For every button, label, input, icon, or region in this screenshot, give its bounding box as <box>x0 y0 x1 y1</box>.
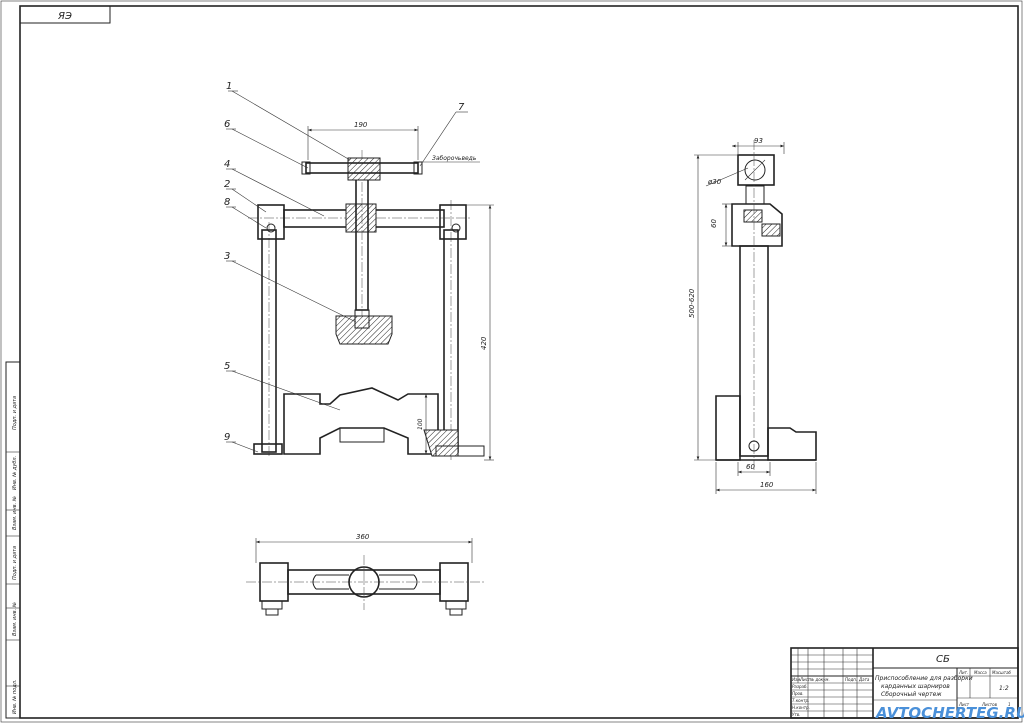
title-line-1: Приспособление для разборки <box>875 675 973 682</box>
plan-dimensions: 360 <box>255 533 473 563</box>
dim-dia30: ø30 <box>707 178 722 186</box>
sheets-value: 1 <box>1008 702 1011 707</box>
dim-500-620: 500-620 <box>688 288 696 318</box>
role-tkontr: Т.контр. <box>792 698 809 703</box>
col-lit: Лит. <box>958 670 968 675</box>
scale-value: 1:2 <box>999 685 1009 692</box>
dim-100: 100 <box>417 418 424 430</box>
callout-2: 2 <box>224 179 230 190</box>
callout-7: 7 <box>458 102 465 113</box>
row-label-list: Лист <box>799 677 811 682</box>
margin-cell-4: Подп. и дата <box>12 546 18 580</box>
callout-8: 8 <box>224 197 230 208</box>
dim-360: 360 <box>356 533 370 541</box>
role-utv: Утв. <box>792 712 800 717</box>
margin-cell-0: Взам. инв. № <box>12 496 18 530</box>
weld-note: Заборочьведь <box>432 155 477 162</box>
col-mass: Масса <box>974 670 987 675</box>
row-label-doc: № докум. <box>809 677 830 682</box>
row-label-date: Дата <box>858 677 870 682</box>
callout-1: 1 <box>226 81 232 92</box>
side-view <box>715 140 817 470</box>
title-block: Изм. Лист № докум. Подп. Дата Разраб. Пр… <box>790 647 1019 719</box>
margin-cell-5: Инв. № подл. <box>12 680 18 715</box>
dim-60-bottom: 60 <box>746 463 755 471</box>
title-line-3: Сборочный чертеж <box>881 691 942 698</box>
sheet-label: Лист <box>958 702 970 707</box>
side-dimensions: 93 ø30 60 500-620 60 160 <box>688 137 817 494</box>
dim-93: 93 <box>754 137 763 145</box>
plan-view <box>246 555 484 616</box>
left-margin-strip: Подп. и дата Инв. № дубл. Взам. инв. № П… <box>5 361 21 719</box>
callout-4: 4 <box>224 159 230 170</box>
watermark: AVTOCHERTEG.RU <box>875 704 1024 722</box>
col-scale: Масштаб <box>992 670 1012 675</box>
row-label-sign: Подп. <box>845 677 857 682</box>
sheets-label: Листов <box>981 702 998 707</box>
role-razrab: Разраб. <box>792 684 808 689</box>
callout-6: 6 <box>224 119 230 130</box>
callout-3: 3 <box>224 251 230 262</box>
callout-9: 9 <box>224 432 230 443</box>
dim-420: 420 <box>480 336 488 350</box>
role-nkontr: Н.контр. <box>792 705 810 710</box>
dim-60-vertical: 60 <box>710 219 718 228</box>
callout-5: 5 <box>224 361 230 372</box>
sheet-code: ЯЭ <box>57 11 72 22</box>
front-view <box>248 150 485 460</box>
front-callouts: 1 6 4 2 8 3 5 9 7 Заборочьведь <box>224 81 480 453</box>
title-line-2: карданных шарниров <box>881 683 950 690</box>
role-prov: Пров. <box>792 691 804 696</box>
margin-cell-1: Подп. и дата <box>12 396 18 430</box>
doc-code: СБ <box>936 654 950 665</box>
front-dimensions: 190 420 100 <box>307 121 494 461</box>
dim-160: 160 <box>760 481 774 489</box>
margin-cell-3: Взам. инв. № <box>12 602 18 636</box>
margin-cell-2: Инв. № дубл. <box>12 456 18 490</box>
row-label-izm: Изм. <box>792 677 801 682</box>
dim-190: 190 <box>354 121 368 129</box>
